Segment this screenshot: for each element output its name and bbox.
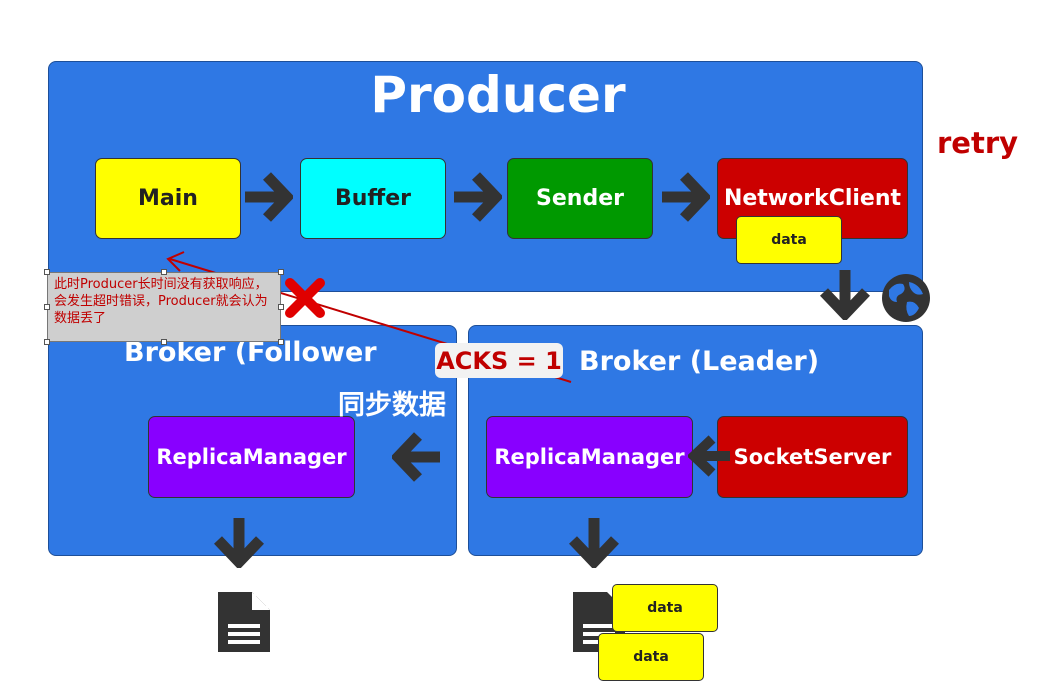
arrow-right-icon — [662, 172, 710, 222]
resize-handle[interactable] — [278, 304, 284, 310]
arrow-left-icon — [392, 432, 440, 482]
leader-replica-manager-box: ReplicaManager — [486, 416, 693, 498]
arrow-down-icon — [569, 518, 619, 568]
resize-handle[interactable] — [278, 269, 284, 275]
acks-label: ACKS = 1 — [435, 343, 563, 378]
timeout-note: 此时Producer长时间没有获取响应，会发生超时错误，Producer就会认为… — [47, 272, 281, 342]
sync-data-label: 同步数据 — [338, 390, 446, 421]
follower-replica-manager-box: ReplicaManager — [148, 416, 355, 498]
resize-handle[interactable] — [44, 304, 50, 310]
leader-title: Broker (Leader) — [579, 346, 820, 377]
arrow-left-icon — [688, 435, 730, 477]
resize-handle[interactable] — [161, 339, 167, 345]
sender-box: Sender — [507, 158, 653, 239]
network-client-data-chip: data — [736, 216, 842, 264]
socket-server-box: SocketServer — [717, 416, 908, 498]
main-box: Main — [95, 158, 241, 239]
resize-handle[interactable] — [278, 339, 284, 345]
resize-handle[interactable] — [44, 339, 50, 345]
leader-storage-data-chip: data — [612, 584, 718, 632]
arrow-down-icon — [214, 518, 264, 568]
resize-handle[interactable] — [44, 269, 50, 275]
producer-title: Producer — [370, 66, 626, 124]
resize-handle[interactable] — [161, 269, 167, 275]
retry-label: retry — [937, 126, 1019, 160]
globe-icon — [882, 274, 930, 322]
leader-storage-data-chip: data — [598, 633, 704, 681]
arrow-down-icon — [820, 270, 870, 320]
cross-icon — [285, 278, 325, 318]
arrow-right-icon — [245, 172, 293, 222]
arrow-right-icon — [454, 172, 502, 222]
document-icon — [218, 592, 270, 652]
buffer-box: Buffer — [300, 158, 446, 239]
